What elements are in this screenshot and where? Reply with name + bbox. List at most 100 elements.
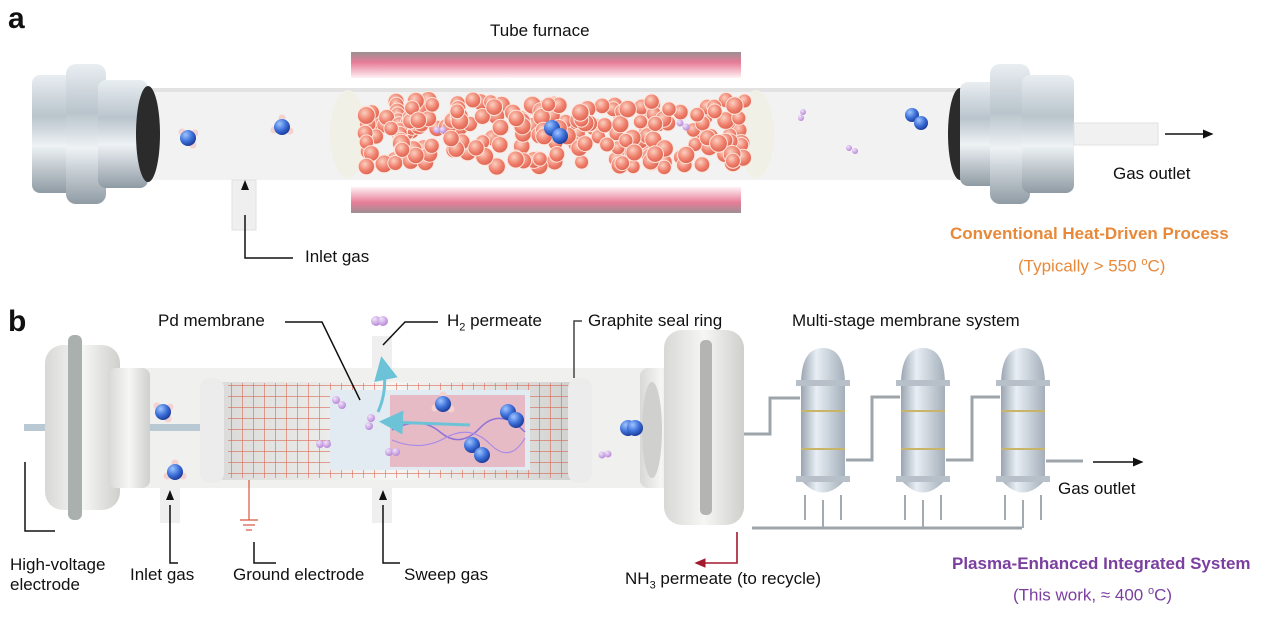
catalyst-pellet	[625, 143, 644, 162]
h2-molecule	[385, 448, 400, 456]
h2-molecule	[676, 119, 690, 131]
h2-molecule	[371, 316, 388, 326]
conventional-process-temp: (Typically > 550 oC)	[1018, 256, 1166, 276]
permeate-port	[372, 336, 392, 368]
catalyst-pellet	[507, 109, 525, 128]
h2-flow-arrow	[379, 410, 471, 435]
multistage-vessels	[796, 348, 1050, 528]
catalyst-pellet	[356, 106, 376, 125]
catalyst-pellet	[424, 97, 441, 113]
catalyst-pellet	[611, 115, 630, 134]
inlet-gas-label-b: Inlet gas	[130, 565, 195, 584]
graphite-seal-ring-label: Graphite seal ring	[588, 311, 723, 330]
plasma-system-title: Plasma-Enhanced Integrated System	[952, 554, 1251, 573]
catalyst-pellet	[643, 93, 660, 110]
catalyst-pellet	[548, 146, 566, 163]
catalyst-pellet	[689, 106, 705, 123]
catalyst-pellet	[394, 141, 411, 158]
nh3-recycle-arrow	[694, 532, 738, 568]
tube-furnace-label: Tube furnace	[490, 21, 590, 40]
panel-a-drawing	[32, 52, 1214, 259]
catalyst-pellet	[618, 99, 637, 119]
n2-molecule	[905, 108, 928, 130]
nh3-molecule	[270, 114, 294, 135]
left-flange-b	[45, 335, 150, 520]
catalyst-pellet	[485, 98, 504, 116]
catalyst-pellet	[506, 150, 525, 169]
catalyst-pellet	[540, 96, 557, 113]
catalyst-pellet	[725, 96, 744, 115]
sweep-port	[372, 488, 392, 523]
catalyst-pellet	[661, 101, 677, 117]
catalyst-pellet	[532, 151, 548, 167]
catalyst-pellet	[571, 103, 590, 122]
catalyst-pellet	[614, 155, 631, 172]
right-flange-b	[640, 330, 744, 525]
catalyst-pellet	[677, 145, 696, 165]
catalyst-pellet	[383, 120, 399, 137]
furnace-heater-top	[351, 52, 741, 78]
catalyst-pellet	[357, 157, 376, 176]
pd-membrane-leader	[285, 321, 361, 401]
seal-ring-left	[200, 378, 224, 483]
catalyst-bed	[356, 91, 752, 176]
h2-permeation-arrow	[374, 356, 398, 413]
h2-permeate-label: H2 permeate	[447, 311, 542, 334]
catalyst-pellet	[693, 156, 711, 173]
gas-outlet-label-a: Gas outlet	[1113, 164, 1191, 183]
hv-electrode-leader	[24, 462, 55, 532]
catalyst-pellet	[464, 91, 482, 109]
quartz-wool-left	[330, 90, 366, 178]
catalyst-pellet	[724, 152, 741, 169]
catalyst-pellet	[596, 117, 613, 134]
membrane-vessel	[896, 348, 950, 528]
catalyst-pellet	[491, 136, 509, 154]
seal-ring-leader	[573, 320, 582, 378]
catalyst-pellet	[709, 133, 728, 153]
pd-membrane-label: Pd membrane	[158, 311, 265, 330]
piping	[744, 395, 1083, 530]
catalyst-pellet	[632, 114, 649, 130]
inlet-leader	[244, 215, 293, 259]
sweep-gas-label: Sweep gas	[404, 565, 489, 584]
catalyst-pellet	[409, 111, 428, 129]
nh3-permeate-label: NH3 permeate (to recycle)	[625, 569, 822, 592]
n2-molecule	[544, 120, 568, 144]
catalyst-pellet	[449, 103, 466, 120]
catalyst-pellet	[593, 97, 611, 115]
left-flange	[32, 64, 160, 204]
inlet-leader-b	[169, 505, 178, 564]
n2-molecule	[620, 420, 643, 436]
right-flange	[948, 64, 1159, 204]
h2-molecule	[598, 450, 612, 459]
panel-letter-a: a	[8, 2, 25, 35]
nh3-molecule	[163, 459, 187, 480]
catalyst-pellet	[487, 157, 506, 176]
catalyst-pellet	[646, 145, 664, 164]
h2-permeate-leader	[382, 321, 438, 346]
catalyst-pellet	[491, 118, 510, 137]
ground-symbol-icon	[240, 480, 258, 531]
catalyst-pellet	[423, 137, 440, 154]
multistage-system-label: Multi-stage membrane system	[792, 311, 1020, 330]
catalyst-pellet	[467, 139, 485, 157]
catalyst-pellet	[599, 136, 615, 153]
panel-b-drawing	[24, 316, 1144, 568]
h2-molecule	[798, 109, 806, 121]
ground-electrode-label: Ground electrode	[233, 565, 365, 584]
h2-molecule	[365, 414, 375, 430]
graphite-seal-ring	[568, 378, 592, 483]
inlet-gas-label-a: Inlet gas	[305, 247, 370, 266]
n2-molecule	[464, 437, 490, 463]
conventional-process-title: Conventional Heat-Driven Process	[950, 224, 1229, 243]
panel-letter-b: b	[8, 305, 27, 338]
catalyst-pellet	[706, 103, 723, 120]
catalyst-pellet	[387, 155, 404, 171]
nh3-molecule	[153, 402, 174, 423]
nh3-molecule	[431, 391, 455, 413]
n2-molecule	[500, 404, 524, 428]
h2-molecule	[316, 440, 331, 448]
catalyst-pellet	[574, 154, 590, 170]
